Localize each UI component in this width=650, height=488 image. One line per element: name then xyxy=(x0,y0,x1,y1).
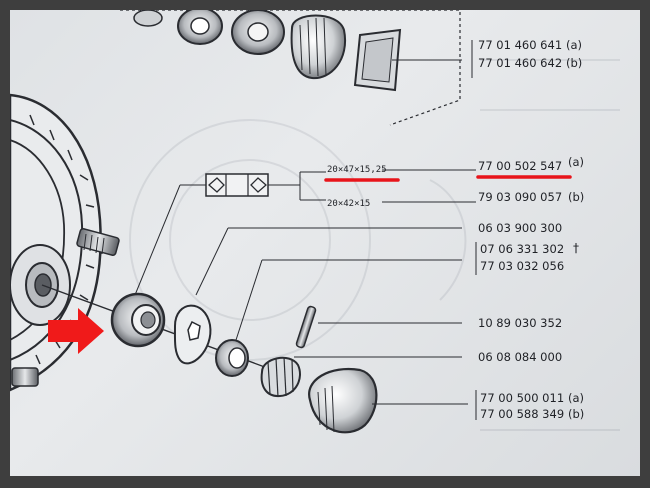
seal-size-a: 20×47×15,25 xyxy=(327,165,387,175)
catalog-page: 77 01 460 641 (a) 77 01 460 642 (b) 20×4… xyxy=(10,10,640,476)
background-ghost-drawing xyxy=(129,59,620,431)
exploded-parts-diagram: 77 01 460 641 (a) 77 01 460 642 (b) 20×4… xyxy=(10,10,620,434)
part-number-2a: 77 00 502 547 xyxy=(478,159,562,173)
part-number-1b: 77 01 460 642 xyxy=(478,56,562,70)
part-labels: 77 01 460 641 (a) 77 01 460 642 (b) 20×4… xyxy=(327,38,584,421)
part-suffix-7a: (a) xyxy=(568,391,584,405)
red-arrow-icon xyxy=(48,308,104,354)
part-number-2b: 79 03 090 057 xyxy=(478,190,562,204)
part-suffix-2b: (b) xyxy=(568,190,584,204)
part-number-1a: 77 01 460 641 xyxy=(478,38,562,52)
wheel-hub-drawing xyxy=(10,93,301,392)
bearing-part xyxy=(110,292,166,348)
thrust-washer-part xyxy=(173,227,462,365)
grease-cap-part xyxy=(308,367,468,434)
wheel-stud-top xyxy=(76,228,120,256)
part-mark-4a: † xyxy=(573,241,579,255)
part-number-7b: 77 00 588 349 xyxy=(480,407,564,421)
nut-lock-part xyxy=(260,356,462,398)
part-suffix-1b: (b) xyxy=(566,56,582,70)
part-number-4a: 07 06 331 302 xyxy=(480,242,564,256)
seal-size-b: 20×42×15 xyxy=(327,199,370,209)
seal-symbol-box xyxy=(134,171,326,296)
hub-nut-part xyxy=(215,259,462,377)
leader-lines xyxy=(382,40,477,420)
split-pin-part xyxy=(295,305,462,349)
part-number-6: 06 08 084 000 xyxy=(478,350,562,364)
part-number-5: 10 89 030 352 xyxy=(478,316,562,330)
wheel-stud-bottom xyxy=(11,367,39,387)
part-suffix-2a: (a) xyxy=(568,155,584,169)
part-number-3: 06 03 900 300 xyxy=(478,221,562,235)
part-suffix-7b: (b) xyxy=(568,407,584,421)
top-kit-box xyxy=(120,10,461,126)
part-number-7a: 77 00 500 011 xyxy=(480,391,564,405)
part-suffix-1a: (a) xyxy=(566,38,582,52)
part-number-4b: 77 03 032 056 xyxy=(480,259,564,273)
